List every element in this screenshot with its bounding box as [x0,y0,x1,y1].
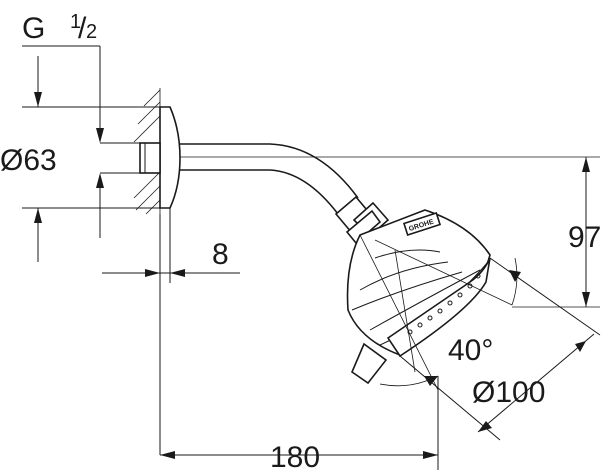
projection-dimension: 180 [160,376,439,470]
ball-joint [334,195,390,245]
offset-label: 8 [212,238,229,271]
thread-label-g: G [22,12,45,45]
offset-dimension: 8 [102,208,240,455]
spray-nozzles [407,273,481,335]
angle-label: 40° [448,334,493,367]
thread-label-slash: / [78,12,87,45]
flange-diameter-dimension: Ø63 [0,56,160,262]
height-dimension: 97 [180,156,601,308]
projection-label: 180 [270,441,320,470]
shower-arm [180,143,359,215]
wall-flange [139,106,181,209]
head-diameter-label: Ø100 [472,376,545,409]
shower-head: GROHE [346,209,491,385]
thread-dimension: G 1 / 2 [22,11,145,238]
height-label: 97 [568,221,601,254]
thread-label-denominator: 2 [86,21,97,43]
flange-diameter-label: Ø63 [0,144,57,177]
head-diameter-dimension: Ø100 [399,257,601,441]
thread-label-numerator: 1 [70,11,81,33]
